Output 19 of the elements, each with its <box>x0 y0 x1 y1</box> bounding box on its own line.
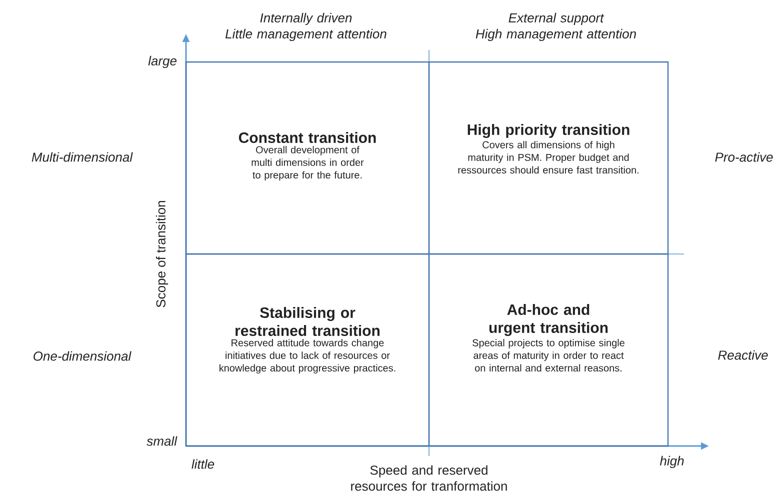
row-label: Pro-active <box>715 152 773 162</box>
column-label: External support High management attention <box>476 12 636 42</box>
axis-title: Speed and reserved resources for tranformation <box>351 465 507 491</box>
quadrant-heading: High priority transition <box>468 124 630 138</box>
quadrant-description: Overall development of multi dimensions in order to prepare for the future. <box>252 146 364 181</box>
quadrant-heading: Ad-hoc and urgent transition <box>489 304 608 336</box>
row-label: One-dimensional <box>34 351 132 361</box>
column-label: Internally driven Little management attention <box>225 12 386 42</box>
axis-title: Scope of transition <box>156 201 168 308</box>
quadrant-heading: Constant transition <box>238 132 376 143</box>
row-label: Reactive <box>718 350 768 360</box>
axis-end-label: high <box>660 456 684 468</box>
quadrant-description: Reserved attitude towards change initiatives due to lack of resources or knowledge about progressive practices. <box>220 339 396 374</box>
axis-end-label: little <box>192 459 214 469</box>
axis-end-label: large <box>148 56 176 68</box>
quadrant-description: Covers all dimensions of high maturity in PSM. Proper budget and ressources should ensure fast transition. <box>458 141 638 174</box>
row-label: Multi-dimensional <box>32 152 133 162</box>
quadrant-heading: Stabilising or restrained transition <box>236 306 380 336</box>
quadrant-description: Special projects to optimise single areas of maturity in order to react on internal and external reasons. <box>472 339 624 372</box>
